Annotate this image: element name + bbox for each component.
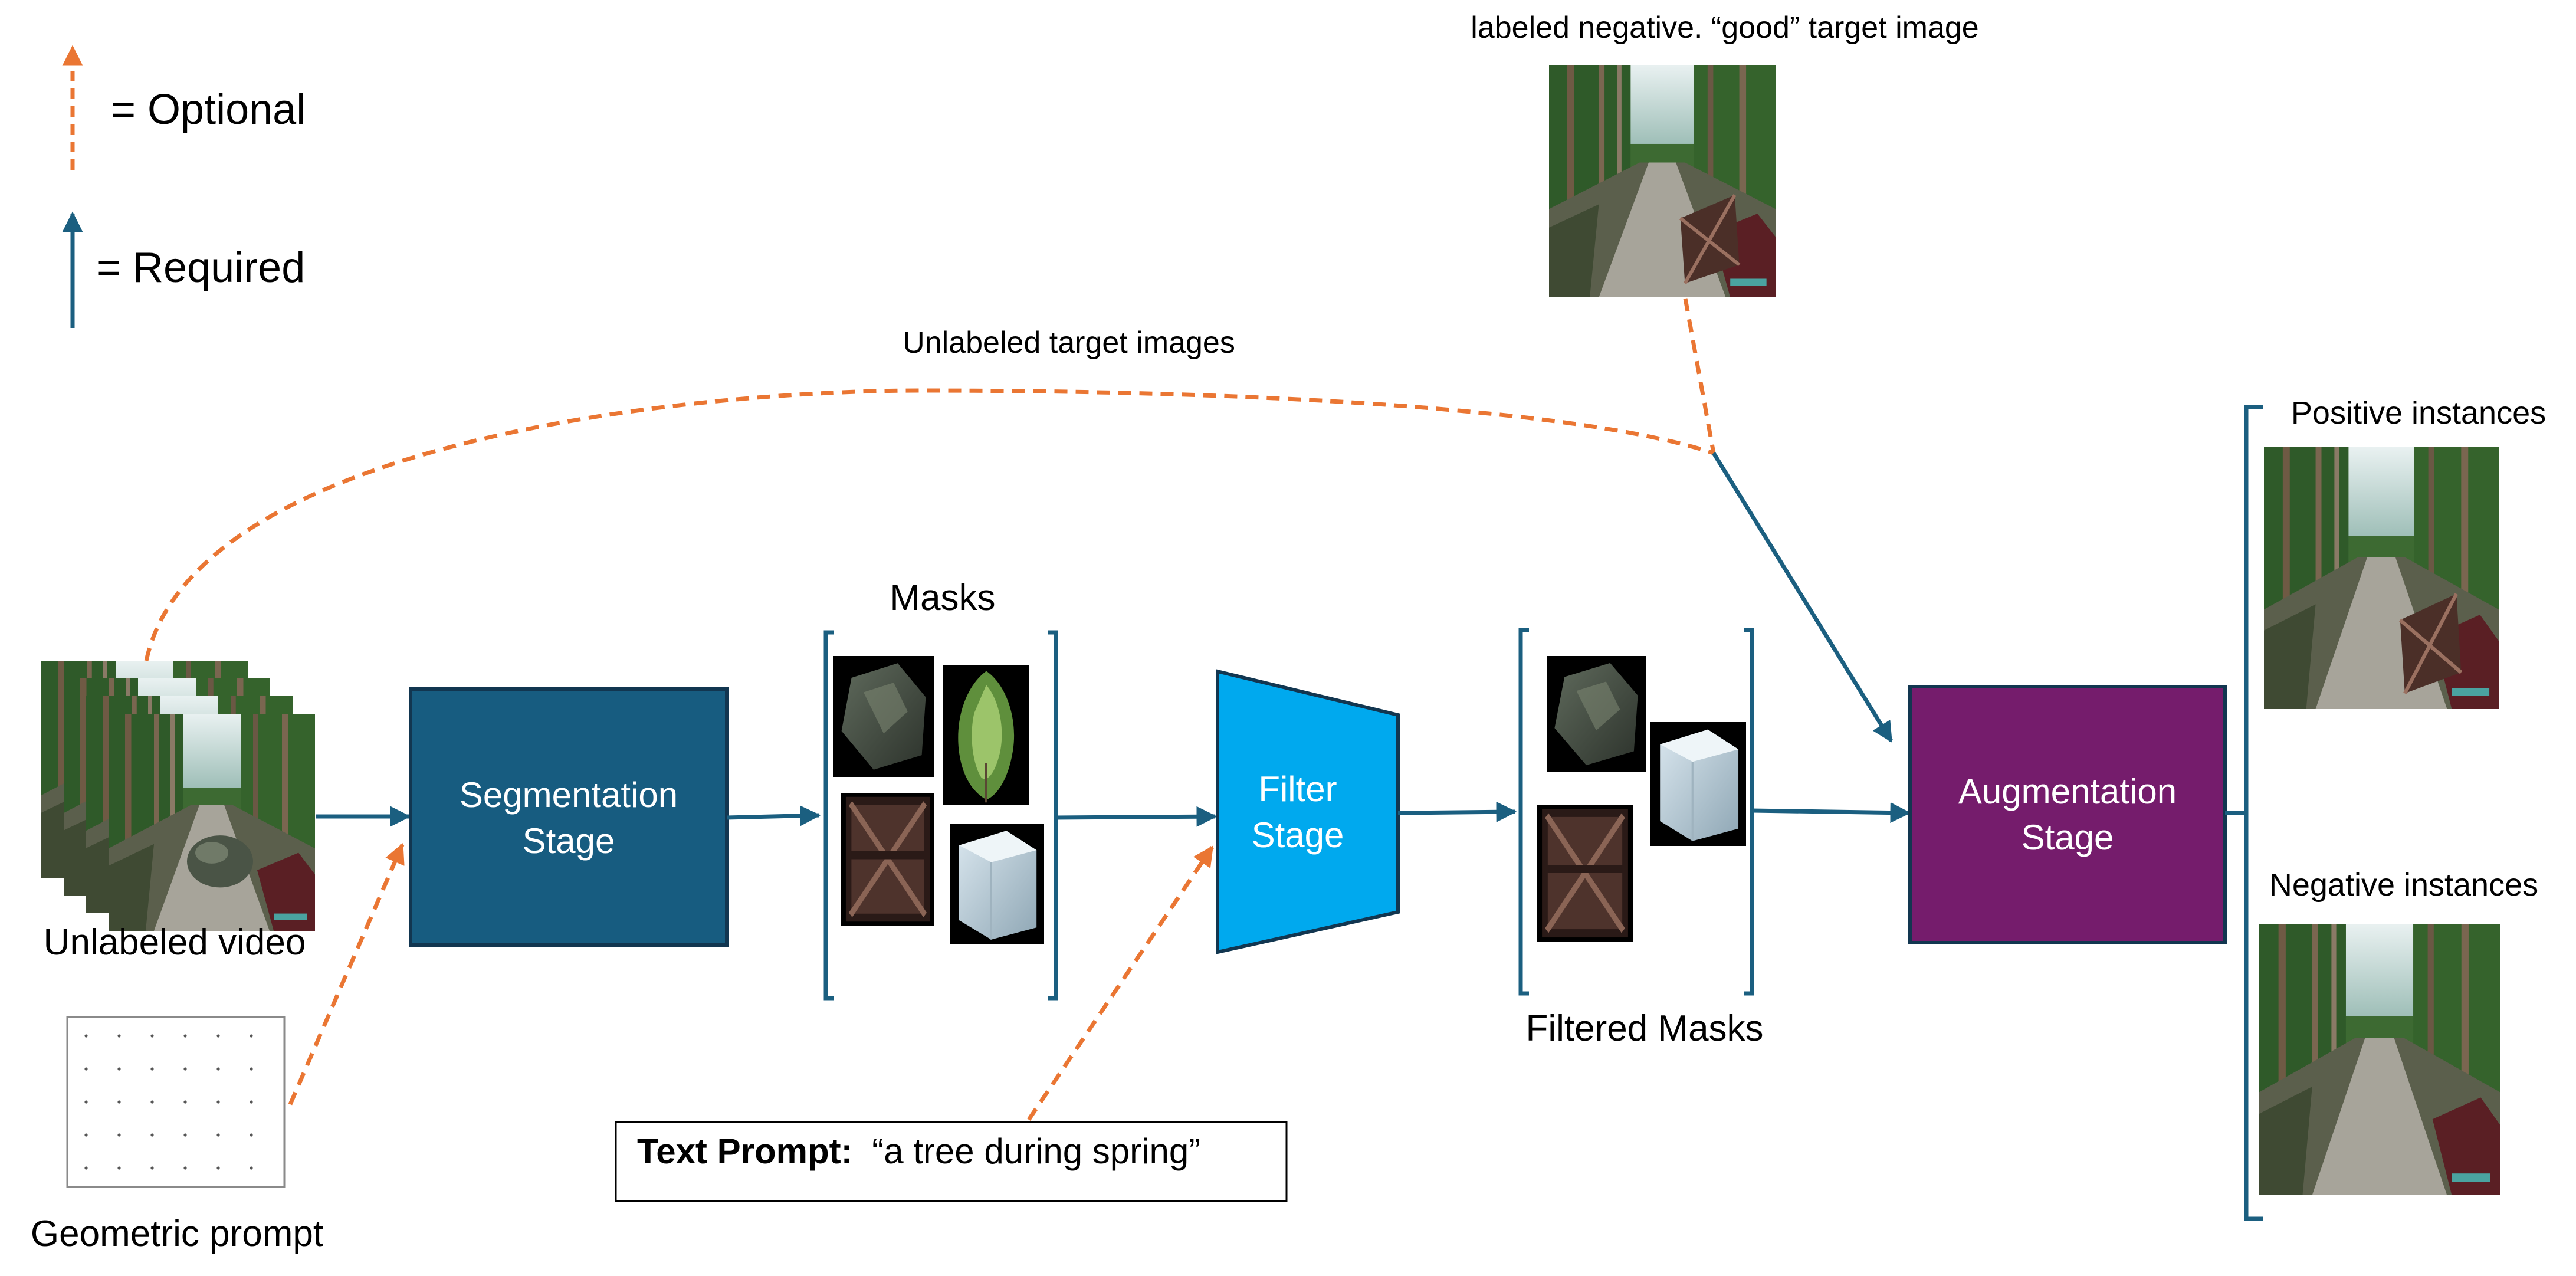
grid-point <box>117 1166 121 1170</box>
grid-point <box>117 1034 121 1038</box>
augmentation-stage-line1: Augmentation <box>1958 772 2177 811</box>
augmentation-stage-line2: Stage <box>2022 818 2114 857</box>
grid-point <box>183 1067 187 1071</box>
tree-mask-icon <box>943 665 1029 805</box>
positive-instance-image <box>2264 447 2499 709</box>
filtered-rock-mask-icon <box>1547 656 1646 772</box>
filter-stage: Filter Stage <box>1216 669 1400 954</box>
grid-point <box>250 1166 253 1170</box>
segmentation-to-masks-arrow <box>726 805 821 826</box>
concrete-block-mask-icon <box>950 824 1044 944</box>
masks-left-bracket <box>823 630 834 1001</box>
grid-point <box>183 1166 187 1170</box>
crate-mask-icon <box>841 793 934 926</box>
legend-optional-label: = Optional <box>111 86 306 133</box>
augmentation-stage: Augmentation Stage <box>1908 685 2227 944</box>
masks-to-filter-arrow <box>1055 806 1218 827</box>
geometric-to-segmentation-arrow <box>288 842 405 1106</box>
negative-target-path <box>1683 298 1716 454</box>
text-prompt-value: “a tree during spring” <box>872 1131 1200 1171</box>
filtered-masks-label: Filtered Masks <box>1525 1008 1763 1049</box>
grid-point <box>216 1133 220 1137</box>
grid-point <box>183 1133 187 1137</box>
text-prompt-to-filter-arrow <box>1027 845 1214 1121</box>
grid-point <box>150 1133 154 1137</box>
grid-point <box>84 1067 88 1071</box>
unlabeled-target-images-label: Unlabeled target images <box>903 326 1235 360</box>
grid-point <box>216 1166 220 1170</box>
svg-text:Text Prompt: “a tree dur: Text Prompt: “a tree during spring” <box>637 1131 1200 1171</box>
masks-right-bracket <box>1048 630 1058 1001</box>
grid-point <box>117 1067 121 1071</box>
grid-point <box>250 1034 253 1038</box>
grid-point <box>84 1034 88 1038</box>
grid-point <box>216 1067 220 1071</box>
unlabeled-video-label: Unlabeled video <box>44 922 306 963</box>
masks-label: Masks <box>890 578 995 618</box>
filter-to-filtered-masks-arrow <box>1397 801 1517 822</box>
segmentation-stage-line1: Segmentation <box>460 775 678 815</box>
positive-instances-label: Positive instances <box>2291 395 2546 431</box>
grid-point <box>150 1166 154 1170</box>
grid-point <box>150 1034 154 1038</box>
targets-to-augmentation-arrow <box>1712 452 1893 743</box>
text-prompt-title: Text Prompt: <box>637 1131 853 1171</box>
grid-point <box>84 1166 88 1170</box>
grid-point <box>250 1100 253 1104</box>
segmentation-stage: Segmentation Stage <box>409 687 729 947</box>
legend-required-label: = Required <box>96 244 305 291</box>
filter-stage-line1: Filter <box>1258 769 1337 809</box>
outputs-bracket <box>2244 405 2263 1221</box>
unlabeled-video-stack <box>41 661 315 931</box>
grid-point <box>216 1034 220 1038</box>
unlabeled-target-images-path <box>144 388 1715 661</box>
text-prompt-box: Text Prompt: “a tree during spring” <box>615 1121 1288 1202</box>
filtered-crate-mask-icon <box>1537 805 1633 942</box>
negative-target-image <box>1549 65 1776 297</box>
grid-point <box>250 1067 253 1071</box>
grid-point <box>216 1100 220 1104</box>
filtered-left-bracket <box>1518 628 1529 996</box>
grid-point <box>183 1034 187 1038</box>
grid-point <box>150 1067 154 1071</box>
negative-instances-label: Negative instances <box>2269 867 2538 903</box>
grid-point <box>250 1133 253 1137</box>
grid-point <box>117 1100 121 1104</box>
negative-instance-image <box>2259 924 2500 1195</box>
filtered-to-augmentation-arrow <box>1751 802 1911 824</box>
grid-point <box>84 1100 88 1104</box>
grid-point <box>84 1133 88 1137</box>
filtered-block-mask-icon <box>1650 722 1746 846</box>
segmentation-stage-line2: Stage <box>523 821 615 861</box>
geometric-prompt-grid <box>66 1016 286 1188</box>
negative-target-label: labeled negative. “good” target image <box>1471 11 1978 45</box>
rock-mask-icon <box>833 656 934 777</box>
grid-point <box>117 1133 121 1137</box>
filter-stage-line2: Stage <box>1252 815 1344 855</box>
geometric-prompt-label: Geometric prompt <box>31 1213 323 1254</box>
grid-point <box>183 1100 187 1104</box>
grid-point <box>150 1100 154 1104</box>
